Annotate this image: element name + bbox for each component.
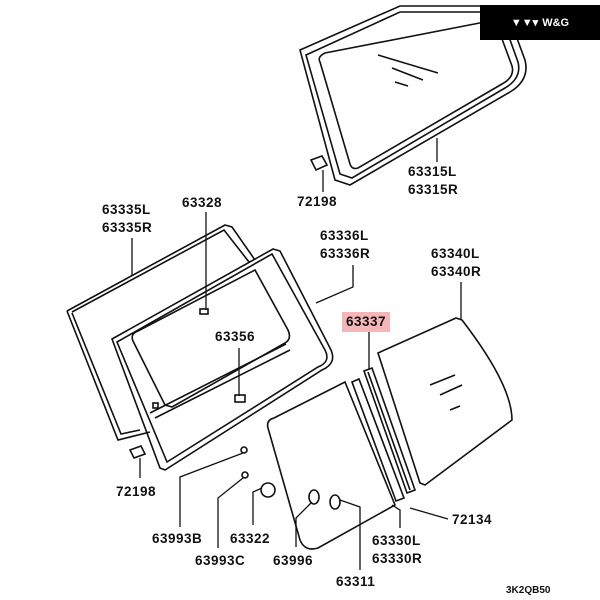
run-channel-63337 xyxy=(350,366,417,503)
clip-72198-top xyxy=(309,155,329,172)
label-63337-highlighted: 63337 xyxy=(342,312,391,332)
label-72198-bottom: 72198 xyxy=(116,484,157,499)
label-63336r: 63336R xyxy=(320,246,371,261)
label-63340r: 63340R xyxy=(431,264,482,279)
catch-63996 xyxy=(308,489,320,505)
label-63322: 63322 xyxy=(230,531,271,546)
diagram-code: 3K2QB50 xyxy=(506,585,551,596)
frame-63336 xyxy=(111,248,334,471)
label-72134: 72134 xyxy=(452,512,493,527)
label-63335: 63335L 63335R xyxy=(102,201,152,237)
label-63993b: 63993B xyxy=(152,531,203,546)
quarter-glass-63315 xyxy=(299,5,527,186)
label-63330r: 63330R xyxy=(372,551,423,566)
triangles-logo-icon: ▼▼▾ xyxy=(510,17,539,29)
label-63340l: 63340L xyxy=(431,246,480,261)
label-72198-top: 72198 xyxy=(297,194,338,209)
label-63336l: 63336L xyxy=(320,228,369,243)
sliding-glass-63330 xyxy=(266,380,397,550)
label-63340: 63340L 63340R xyxy=(431,245,481,281)
label-63993c: 63993C xyxy=(195,553,246,568)
label-63328: 63328 xyxy=(182,195,223,210)
label-63335r: 63335R xyxy=(102,220,153,235)
leader-lines xyxy=(131,138,462,570)
label-63311: 63311 xyxy=(336,574,376,589)
label-63335l: 63335L xyxy=(102,202,151,217)
label-63356: 63356 xyxy=(215,329,256,344)
logo-text: W&G xyxy=(542,16,570,29)
brand-logo: ▼▼▾ W&G xyxy=(480,5,600,40)
label-63996: 63996 xyxy=(273,553,314,568)
label-63330l: 63330L xyxy=(372,533,421,548)
pad-63311 xyxy=(329,494,341,510)
label-63315: 63315L 63315R xyxy=(408,163,458,199)
clip-72198-bottom xyxy=(128,445,147,459)
fixed-glass-63340 xyxy=(377,317,513,486)
label-63315l: 63315L xyxy=(408,164,457,179)
screw-63993c xyxy=(241,471,249,479)
weatherstrip-63335 xyxy=(66,224,256,441)
bolt-63993b xyxy=(240,446,248,454)
label-63330: 63330L 63330R xyxy=(372,532,422,568)
latch-63322 xyxy=(260,482,276,498)
label-63315r: 63315R xyxy=(408,182,459,197)
label-63336: 63336L 63336R xyxy=(320,227,370,263)
